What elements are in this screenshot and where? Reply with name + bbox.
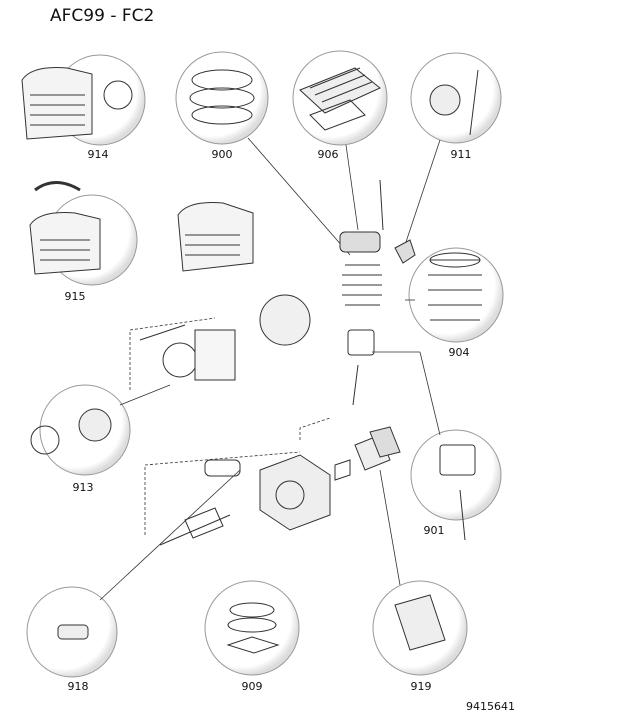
crankcase [159, 454, 351, 546]
head-assembly [339, 179, 416, 264]
cylinder-head-906 [299, 67, 381, 131]
assembly-frames [129, 317, 331, 535]
document-number: 9415641 [466, 700, 515, 713]
part-label-918: 918 [67, 680, 89, 693]
part-label-915: 915 [64, 290, 86, 303]
fan-cover-914 [21, 67, 133, 140]
part-label-911: 911 [450, 148, 472, 161]
leader-lines [99, 137, 441, 601]
part-label-914: 914 [87, 148, 109, 161]
gasket-909 [226, 602, 280, 654]
rotor-918 [57, 624, 89, 640]
cylinder-head-gasket-900 [189, 69, 255, 125]
part-label-904: 904 [448, 346, 470, 359]
detail-circles [26, 50, 504, 678]
part-label-919: 919 [410, 680, 432, 693]
diagram-title: AFC99 - FC2 [50, 6, 155, 26]
filter-911 [429, 69, 479, 136]
part-label-900: 900 [211, 148, 233, 161]
detail-909[interactable] [204, 580, 300, 676]
part-label-901: 901 [423, 524, 445, 537]
motor-fan-913 [30, 294, 311, 455]
part-label-909: 909 [241, 680, 263, 693]
fan-cover-915 [29, 181, 254, 275]
valve-plate-919 [354, 426, 446, 651]
detail-904[interactable] [408, 247, 504, 343]
part-label-913: 913 [72, 481, 94, 494]
cylinder-904 [342, 252, 482, 321]
piston-901 [347, 329, 476, 541]
part-label-906: 906 [317, 148, 339, 161]
